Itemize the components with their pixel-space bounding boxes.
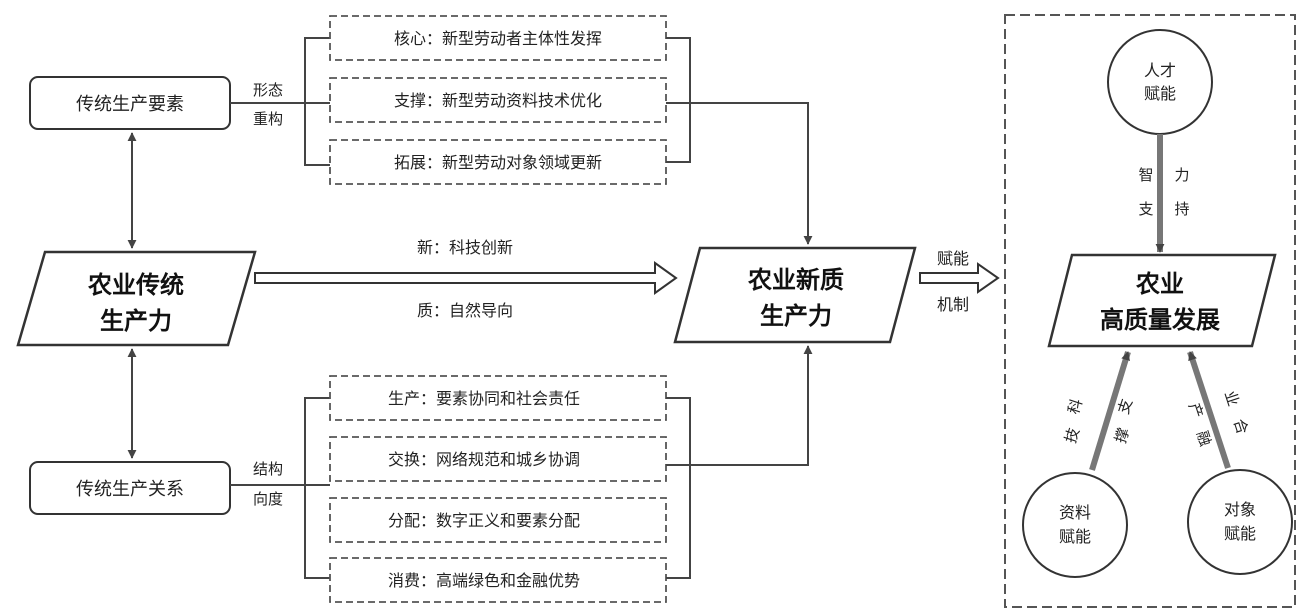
lower-left-bracket: [304, 397, 330, 579]
object-line2: 赋能: [1224, 524, 1256, 543]
tech-support-char-3: 支: [1114, 397, 1136, 417]
talent-support-char-1: 智: [1138, 166, 1153, 184]
relation-item-distribution: 分配：数字正义和要素分配: [388, 511, 580, 530]
quality-label: 质：自然导向: [417, 301, 513, 320]
lower-connector-label-2: 向度: [253, 490, 283, 508]
factor-item-box-support: [329, 77, 667, 123]
talent-line2: 赋能: [1144, 84, 1176, 103]
traditional-productivity-box: [16, 250, 257, 347]
industry-fusion-char-3: 融: [1193, 429, 1215, 449]
empower-hollow-arrow: [919, 262, 1000, 294]
factor-item-extend: 拓展：新型劳动对象领域更新: [394, 153, 602, 172]
object-line1: 对象: [1224, 500, 1256, 519]
talent-support-char-4: 持: [1174, 200, 1189, 218]
relation-item-consumption: 消费：高端绿色和金融优势: [388, 571, 580, 590]
upper-to-center-arrow: [666, 102, 813, 245]
talent-support-char-3: 力: [1174, 166, 1189, 184]
relation-item-box-consumption: [329, 557, 667, 603]
new-productivity-line1: 农业新质: [747, 266, 844, 294]
traditional-factors-label: 传统生产要素: [76, 94, 184, 115]
tech-support-arrow: [1089, 351, 1131, 471]
upper-left-bracket: [304, 37, 330, 166]
tech-support-char-4: 撑: [1111, 426, 1133, 446]
traditional-relations-box: [29, 461, 231, 515]
goal-box: [1047, 253, 1277, 348]
material-line1: 资料: [1059, 503, 1091, 522]
new-productivity-box: [673, 246, 917, 344]
relation-item-production: 生产：要素协同和社会责任: [388, 389, 580, 408]
goal-line1: 农业: [1135, 270, 1184, 298]
upper-connector-label-1: 形态: [253, 81, 283, 99]
tech-support-char-2: 技: [1061, 426, 1083, 446]
industry-fusion-char-4: 合: [1230, 417, 1252, 437]
industry-fusion-char-2: 业: [1221, 389, 1243, 409]
empower-label-2: 机制: [937, 295, 969, 314]
upper-connector-label-2: 重构: [253, 110, 283, 128]
factor-item-support: 支撑：新型劳动资料技术优化: [394, 91, 602, 110]
tech-support-char-1: 科: [1064, 397, 1086, 417]
industry-fusion-char-1: 产: [1185, 401, 1207, 421]
lower-right-bracket: [666, 397, 691, 579]
material-circle: [1022, 472, 1128, 578]
traditional-productivity-line2: 生产力: [100, 307, 172, 335]
industry-fusion-arrow: [1187, 351, 1231, 469]
talent-line1: 人才: [1144, 61, 1176, 80]
new-productivity-line2: 生产力: [760, 302, 832, 330]
right-panel-frame: [1004, 14, 1296, 608]
lower-connector-label-1: 结构: [253, 460, 283, 478]
factor-item-core: 核心：新型劳动者主体性发挥: [394, 29, 602, 48]
upper-right-bracket: [666, 37, 691, 163]
object-circle: [1187, 469, 1293, 575]
talent-circle: [1107, 29, 1213, 135]
factor-item-box-core: [329, 15, 667, 61]
main-hollow-arrow: [254, 261, 678, 295]
empower-label-1: 赋能: [937, 249, 969, 268]
talent-support-char-2: 支: [1138, 200, 1153, 218]
relation-item-box-exchange: [329, 436, 667, 482]
relation-item-exchange: 交换：网络规范和城乡协调: [388, 450, 580, 469]
new-label: 新：科技创新: [417, 238, 513, 257]
goal-line2: 高质量发展: [1100, 306, 1220, 334]
traditional-relations-label: 传统生产关系: [76, 479, 184, 500]
traditional-productivity-line1: 农业传统: [87, 271, 184, 299]
lower-to-center-arrow: [666, 345, 813, 466]
relation-item-box-distribution: [329, 497, 667, 543]
material-line2: 赋能: [1059, 527, 1091, 546]
relation-item-box-production: [329, 375, 667, 421]
